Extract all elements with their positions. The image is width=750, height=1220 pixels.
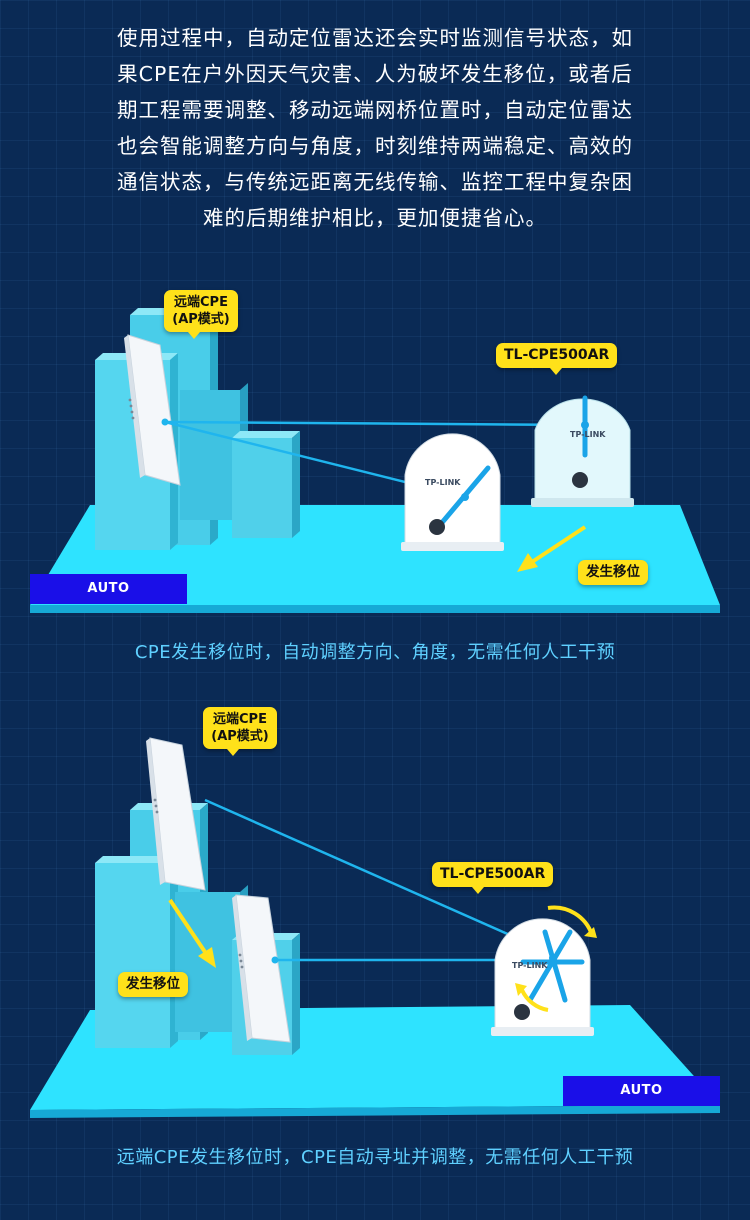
remote-cpe-device-old	[146, 737, 206, 891]
auto-badge: AUTO	[30, 574, 187, 604]
intro-paragraph: 使用过程中，自动定位雷达还会实时监测信号状态，如 果CPE在户外因天气灾害、人为…	[80, 20, 670, 236]
signal-line	[164, 420, 586, 427]
intro-line: 期工程需要调整、移动远端网桥位置时，自动定位雷达	[117, 98, 633, 122]
movement-arrow	[517, 525, 587, 572]
svg-text:TP-LINK: TP-LINK	[512, 961, 548, 970]
shift-label: 发生移位	[118, 972, 188, 997]
svg-text:TP-LINK: TP-LINK	[570, 430, 606, 439]
remote-cpe-device	[232, 894, 291, 1043]
signal-line	[204, 798, 556, 957]
intro-line: 果CPE在户外因天气灾害、人为破坏发生移位，或者后	[117, 62, 633, 86]
model-label: TL-CPE500AR	[432, 862, 554, 894]
remote-cpe-label: 远端CPE (AP模式)	[164, 290, 238, 339]
scene-2-graphic: TP-LINK	[30, 737, 720, 1118]
intro-line: 难的后期维护相比，更加便捷省心。	[203, 206, 547, 230]
scene-2-illustration: TP-LINK 远端CPE (AP模式) TL-CPE500AR 发生移位 AU…	[0, 700, 750, 1130]
intro-line: 使用过程中，自动定位雷达还会实时监测信号状态，如	[117, 26, 633, 50]
scene-1-caption: CPE发生移位时，自动调整方向、角度，无需任何人工干预	[134, 642, 616, 663]
scene-1-illustration: TP-LINK TP-LINK 远端CPE (AP模式) TL-CPE500AR…	[0, 280, 750, 625]
radar-device-front: TP-LINK	[401, 433, 504, 551]
model-label: TL-CPE500AR	[496, 343, 618, 375]
auto-badge: AUTO	[563, 1076, 720, 1106]
shift-label: 发生移位	[578, 560, 648, 585]
scene-2-caption: 远端CPE发生移位时，CPE自动寻址并调整，无需任何人工干预	[116, 1147, 634, 1168]
radar-device: TP-LINK	[491, 905, 597, 1036]
remote-cpe-device	[124, 334, 181, 486]
intro-line: 也会智能调整方向与角度，时刻维持两端稳定、高效的	[117, 134, 633, 158]
movement-arrow	[168, 898, 216, 968]
svg-text:TP-LINK: TP-LINK	[425, 478, 461, 487]
radar-device-back: TP-LINK	[531, 395, 634, 507]
intro-line: 通信状态，与传统远距离无线传输、监控工程中复杂困	[117, 170, 633, 194]
remote-cpe-label: 远端CPE (AP模式)	[203, 707, 277, 756]
scene-1-graphic: TP-LINK TP-LINK	[30, 308, 720, 613]
